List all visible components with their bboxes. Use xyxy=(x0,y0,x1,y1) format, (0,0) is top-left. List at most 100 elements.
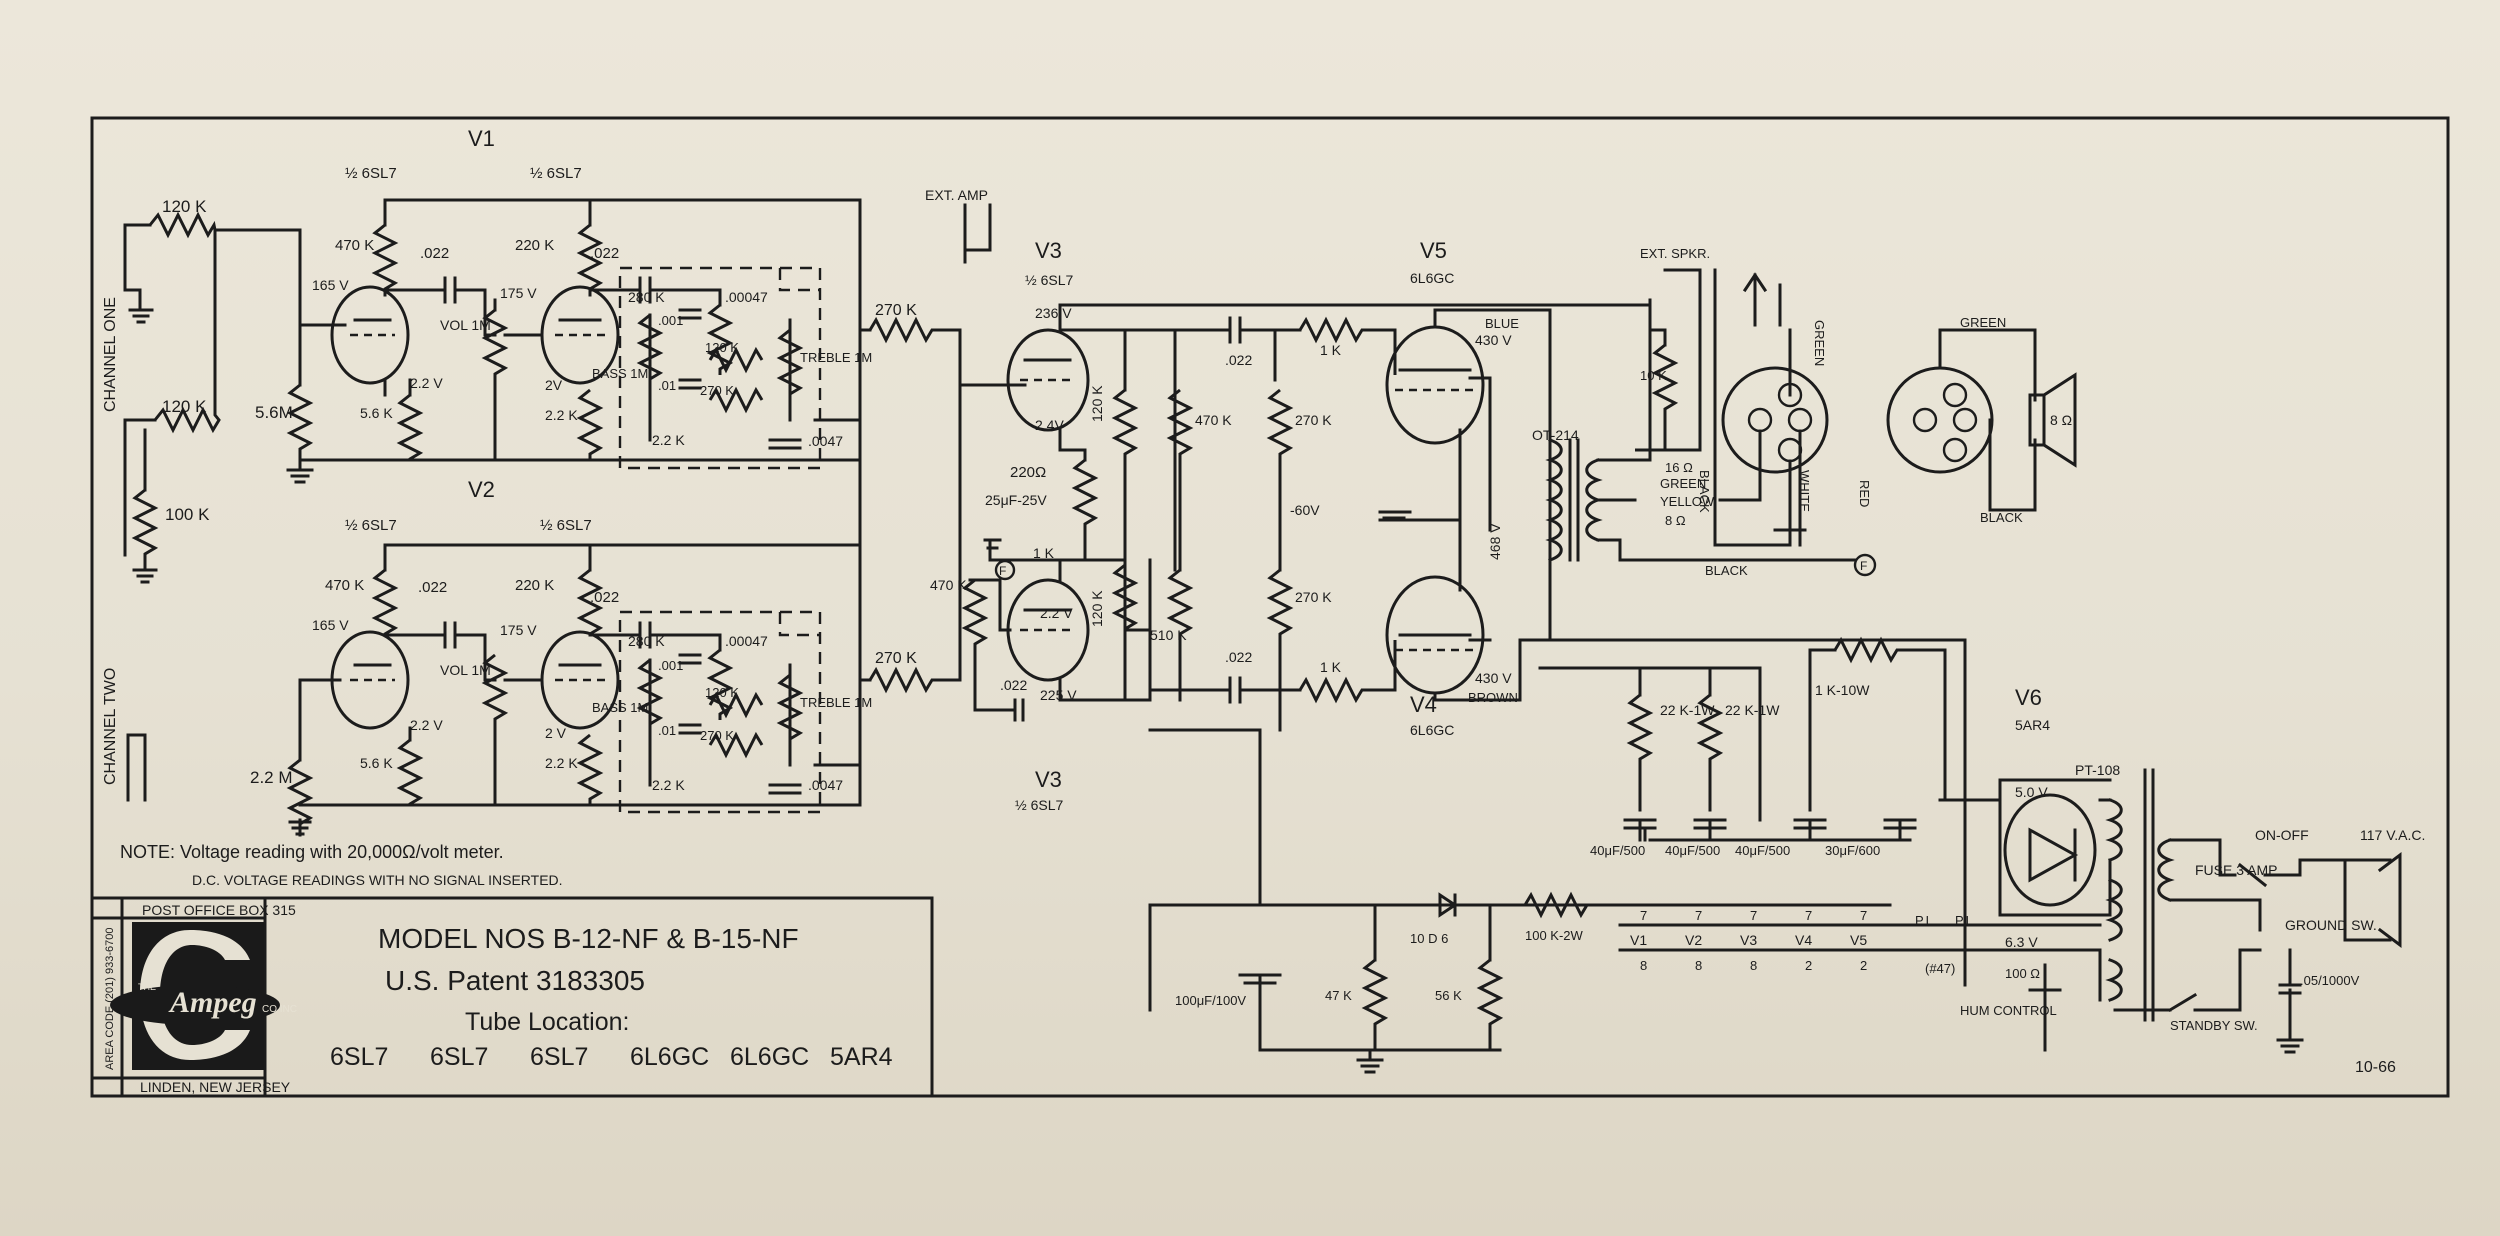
bias-r56k: 56 K xyxy=(1435,988,1462,1003)
v2-c001: .001 xyxy=(658,658,683,673)
v1-treble: TREBLE 1M xyxy=(800,350,872,365)
heater-tube-label: V2 xyxy=(1685,932,1702,948)
channel-two-label: CHANNEL TWO xyxy=(102,668,119,785)
model-title: MODEL NOS B-12-NF & B-15-NF xyxy=(378,923,799,954)
output-stage xyxy=(1378,298,1967,987)
drv-60v: -60V xyxy=(1290,502,1320,518)
hum-control-label: HUM CONTROL xyxy=(1960,1003,2057,1018)
spk-black-b: BLACK xyxy=(1697,470,1712,513)
v1-c0047: .0047 xyxy=(808,433,843,449)
ps-c40uf-c: 40μF/500 xyxy=(1735,843,1790,858)
v1-r280k: 280 K xyxy=(628,289,665,305)
r100k-label: 100 K xyxy=(165,505,210,524)
v1-165v: 165 V xyxy=(312,277,349,293)
heater-tube-label: V5 xyxy=(1850,932,1867,948)
v2-r56k: 5.6 K xyxy=(360,755,393,771)
r120k-label-1: 120 K xyxy=(162,197,207,216)
v2-c01: .01 xyxy=(658,723,676,738)
v5-430v: 430 V xyxy=(1475,332,1512,348)
v3-24v: 2.4V xyxy=(1035,417,1064,433)
spk-r10k: 10 K xyxy=(1640,368,1667,383)
spk-black-a: BLACK xyxy=(1705,563,1748,578)
brand-name: Ampeg xyxy=(168,986,257,1019)
channel-two-input xyxy=(126,678,342,837)
v1a-type: ½ 6SL7 xyxy=(345,165,397,182)
v1-r22k: 2.2 K xyxy=(545,407,578,423)
ps-r1k10w: 1 K-10W xyxy=(1815,682,1870,698)
heater-pin-bottom: 8 xyxy=(1750,958,1757,973)
spk-16ohm: 16 Ω xyxy=(1665,460,1693,475)
v1-c01: .01 xyxy=(658,378,676,393)
drv-r120k-a: 120 K xyxy=(1089,385,1105,422)
onoff-label: ON-OFF xyxy=(2255,827,2309,843)
mix-network xyxy=(858,198,1010,767)
spk-yellow: YELLOW xyxy=(1660,494,1715,509)
mix-r270k-b: 270 K xyxy=(875,650,917,667)
brand-prefix: THE xyxy=(138,982,156,992)
note-line-1: NOTE: Voltage reading with 20,000Ω/volt … xyxy=(120,842,504,862)
v3-f-marker: F xyxy=(999,564,1006,578)
spk-green-b: GREEN xyxy=(1812,320,1827,366)
v1-r56k: 5.6 K xyxy=(360,405,393,421)
v2-2v: 2 V xyxy=(545,725,567,741)
spk-8ohm: 8 Ω xyxy=(1665,513,1686,528)
ps-c40uf-a: 40μF/500 xyxy=(1590,843,1645,858)
v1-c022-b: .022 xyxy=(590,245,619,262)
area-code-label: AREA CODE (201) 933-6700 xyxy=(104,928,116,1070)
heater-63v: 6.3 V xyxy=(2005,934,2038,950)
speaker-8ohm: 8 Ω xyxy=(2050,412,2072,428)
v3-r1k: 1 K xyxy=(1033,545,1055,561)
v1-c022-a: .022 xyxy=(420,245,449,262)
v4-type: 6L6GC xyxy=(1410,722,1454,738)
bias-c100uf: 100μF/100V xyxy=(1175,993,1246,1008)
tube-location-item: 5AR4 xyxy=(830,1043,893,1071)
fuse-label: FUSE 3 AMP xyxy=(2195,862,2277,878)
location-label: LINDEN, NEW JERSEY xyxy=(140,1079,291,1095)
bias-diode: 10 D 6 xyxy=(1410,931,1448,946)
v2-22v: 2.2 V xyxy=(410,717,443,733)
drv-r270k-a: 270 K xyxy=(1295,412,1332,428)
v1-label: V1 xyxy=(468,126,495,151)
brand-suffix: CO INC xyxy=(262,1004,297,1015)
tube-location-item: 6L6GC xyxy=(630,1043,709,1071)
drv-r470k: 470 K xyxy=(1195,412,1232,428)
mix-r270k-a: 270 K xyxy=(875,302,917,319)
v3-top-label: V3 xyxy=(1035,238,1062,263)
drv-r120k-b: 120 K xyxy=(1089,590,1105,627)
v2-c0047: .0047 xyxy=(808,777,843,793)
r22m-label: 2.2 M xyxy=(250,768,293,787)
v1-r220k: 220 K xyxy=(515,237,554,254)
heater-pin-bottom: 8 xyxy=(1640,958,1647,973)
drv-c022-b: .022 xyxy=(1225,649,1252,665)
spk-green-c: GREEN xyxy=(1960,315,2006,330)
v6-type: 5AR4 xyxy=(2015,717,2050,733)
v1-r470k: 470 K xyxy=(335,237,374,254)
v3-r470k: 470 K xyxy=(930,577,967,593)
ot-label: OT-214 xyxy=(1532,427,1579,443)
driver-network xyxy=(1058,316,1397,782)
ps-r22k-b: 22 K-1W xyxy=(1725,702,1780,718)
v2-r280k: 280 K xyxy=(628,633,665,649)
patent-label: U.S. Patent 3183305 xyxy=(385,965,645,996)
v1-preamp xyxy=(298,198,862,462)
v2-tone-stack xyxy=(618,610,822,814)
v5-type: 6L6GC xyxy=(1410,270,1454,286)
v2-r470k: 470 K xyxy=(325,577,364,594)
bias-r47k: 47 K xyxy=(1325,988,1352,1003)
bias-supply xyxy=(1148,778,2102,1074)
schematic-border xyxy=(90,116,2450,1098)
post-office-label: POST OFFICE BOX 315 xyxy=(142,902,296,918)
pl-label-a: P.L. xyxy=(1915,913,1936,928)
v468-label: 468 V xyxy=(1487,523,1503,560)
heater-pin-bottom: 2 xyxy=(1805,958,1812,973)
v2-tone-r22k: 2.2 K xyxy=(652,777,685,793)
tube-location-item: 6L6GC xyxy=(730,1043,809,1071)
title-block xyxy=(90,896,934,1098)
heater-pin-top: 7 xyxy=(1750,908,1757,923)
spk-red: RED xyxy=(1857,480,1872,507)
v3-225v: 225 V xyxy=(1040,687,1077,703)
v3a-tube xyxy=(1006,328,1090,432)
r120k-label-2: 120 K xyxy=(162,397,207,416)
